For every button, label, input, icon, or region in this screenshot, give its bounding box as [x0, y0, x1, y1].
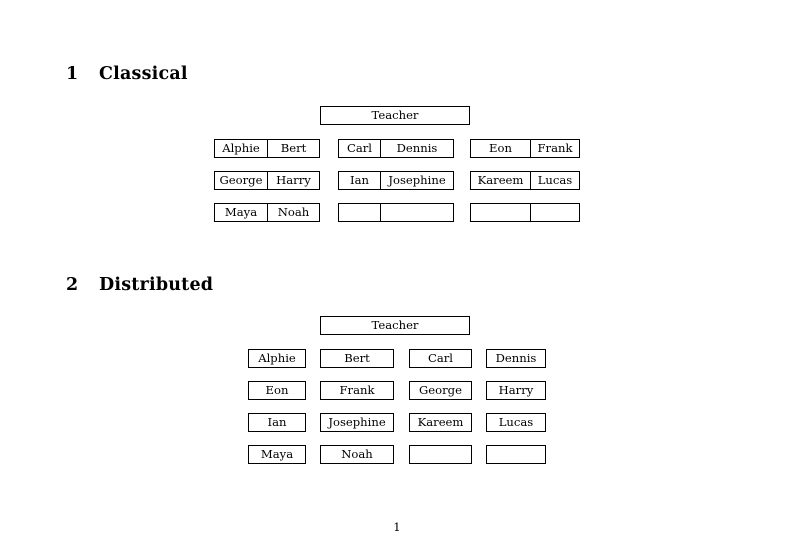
student-box: Maya [248, 445, 306, 464]
section-title: Distributed [99, 275, 214, 295]
student-box: Noah [320, 445, 394, 464]
student-box: Bert [320, 349, 394, 368]
student-box: Carl [409, 349, 472, 368]
teacher-box-distributed: Teacher [320, 316, 470, 335]
table-row: Carl Dennis [338, 139, 454, 158]
student-box: George [409, 381, 472, 400]
student-box: Alphie [248, 349, 306, 368]
student-box: Harry [486, 381, 546, 400]
table-row-empty [470, 203, 580, 222]
section-title: Classical [99, 64, 188, 84]
student-box: Eon [248, 381, 306, 400]
table-cell-empty [380, 204, 453, 221]
table-cell: Ian [350, 173, 369, 187]
table-cell: Harry [267, 172, 319, 189]
table-row: George Harry [214, 171, 320, 190]
student-box: Kareem [409, 413, 472, 432]
section-number: 1 [66, 64, 79, 84]
table-cell: George [219, 173, 263, 187]
student-box: Dennis [486, 349, 546, 368]
teacher-box-classical: Teacher [320, 106, 470, 125]
table-cell: Lucas [530, 172, 579, 189]
table-cell-empty [530, 204, 579, 221]
section-heading-distributed: 2 Distributed [66, 275, 214, 295]
section-heading-classical: 1 Classical [66, 64, 188, 84]
table-cell: Josephine [380, 172, 453, 189]
table-row: Ian Josephine [338, 171, 454, 190]
table-cell: Carl [346, 141, 373, 155]
table-row: Eon Frank [470, 139, 580, 158]
student-box: Josephine [320, 413, 394, 432]
table-row: Maya Noah [214, 203, 320, 222]
table-cell: Bert [267, 140, 319, 157]
table-row-empty [338, 203, 454, 222]
table-cell-empty [339, 204, 380, 221]
section-number: 2 [66, 275, 79, 295]
table-cell: Noah [267, 204, 319, 221]
student-box-empty [409, 445, 472, 464]
student-box: Ian [248, 413, 306, 432]
table-cell: Maya [224, 205, 258, 219]
student-box: Frank [320, 381, 394, 400]
table-cell: Dennis [380, 140, 453, 157]
page-number: 1 [393, 520, 401, 534]
student-box-empty [486, 445, 546, 464]
table-cell: Eon [489, 141, 512, 155]
table-cell-empty [471, 204, 530, 221]
table-cell: Alphie [222, 141, 260, 155]
table-cell: Frank [530, 140, 579, 157]
table-row: Kareem Lucas [470, 171, 580, 190]
table-cell: Kareem [477, 173, 524, 187]
table-row: Alphie Bert [214, 139, 320, 158]
student-box: Lucas [486, 413, 546, 432]
